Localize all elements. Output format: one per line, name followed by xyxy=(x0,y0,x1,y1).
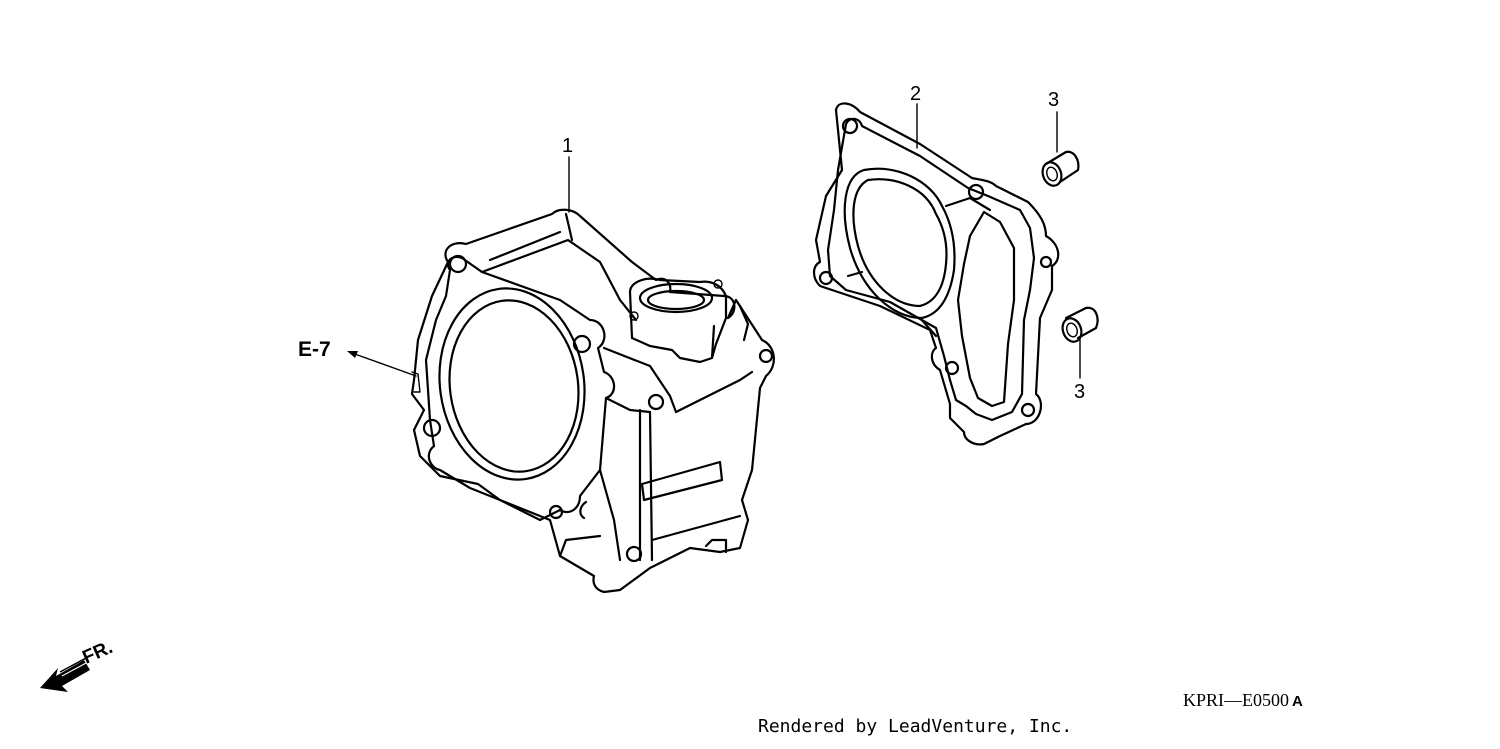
credit-text: Rendered by LeadVenture, Inc. xyxy=(758,716,1073,737)
callout-3b: 3 xyxy=(1074,381,1085,403)
callout-3a: 3 xyxy=(1048,89,1059,111)
reference-label: E-7 xyxy=(298,338,331,361)
diagram-code-suffix: A xyxy=(1292,693,1303,710)
gasket-icon[interactable] xyxy=(812,102,1060,446)
dowel-pin-icon[interactable] xyxy=(1039,111,1080,188)
front-direction-label: FR. xyxy=(79,637,116,669)
callout-1: 1 xyxy=(562,135,573,157)
reference-arrow-icon xyxy=(347,351,417,377)
diagram-code-text: KPRI—E0500 xyxy=(1183,690,1290,710)
cylinder-icon[interactable] xyxy=(410,156,775,594)
dowel-pin-icon[interactable] xyxy=(1059,306,1099,379)
front-arrow-icon xyxy=(40,657,90,692)
callout-2: 2 xyxy=(910,83,921,105)
